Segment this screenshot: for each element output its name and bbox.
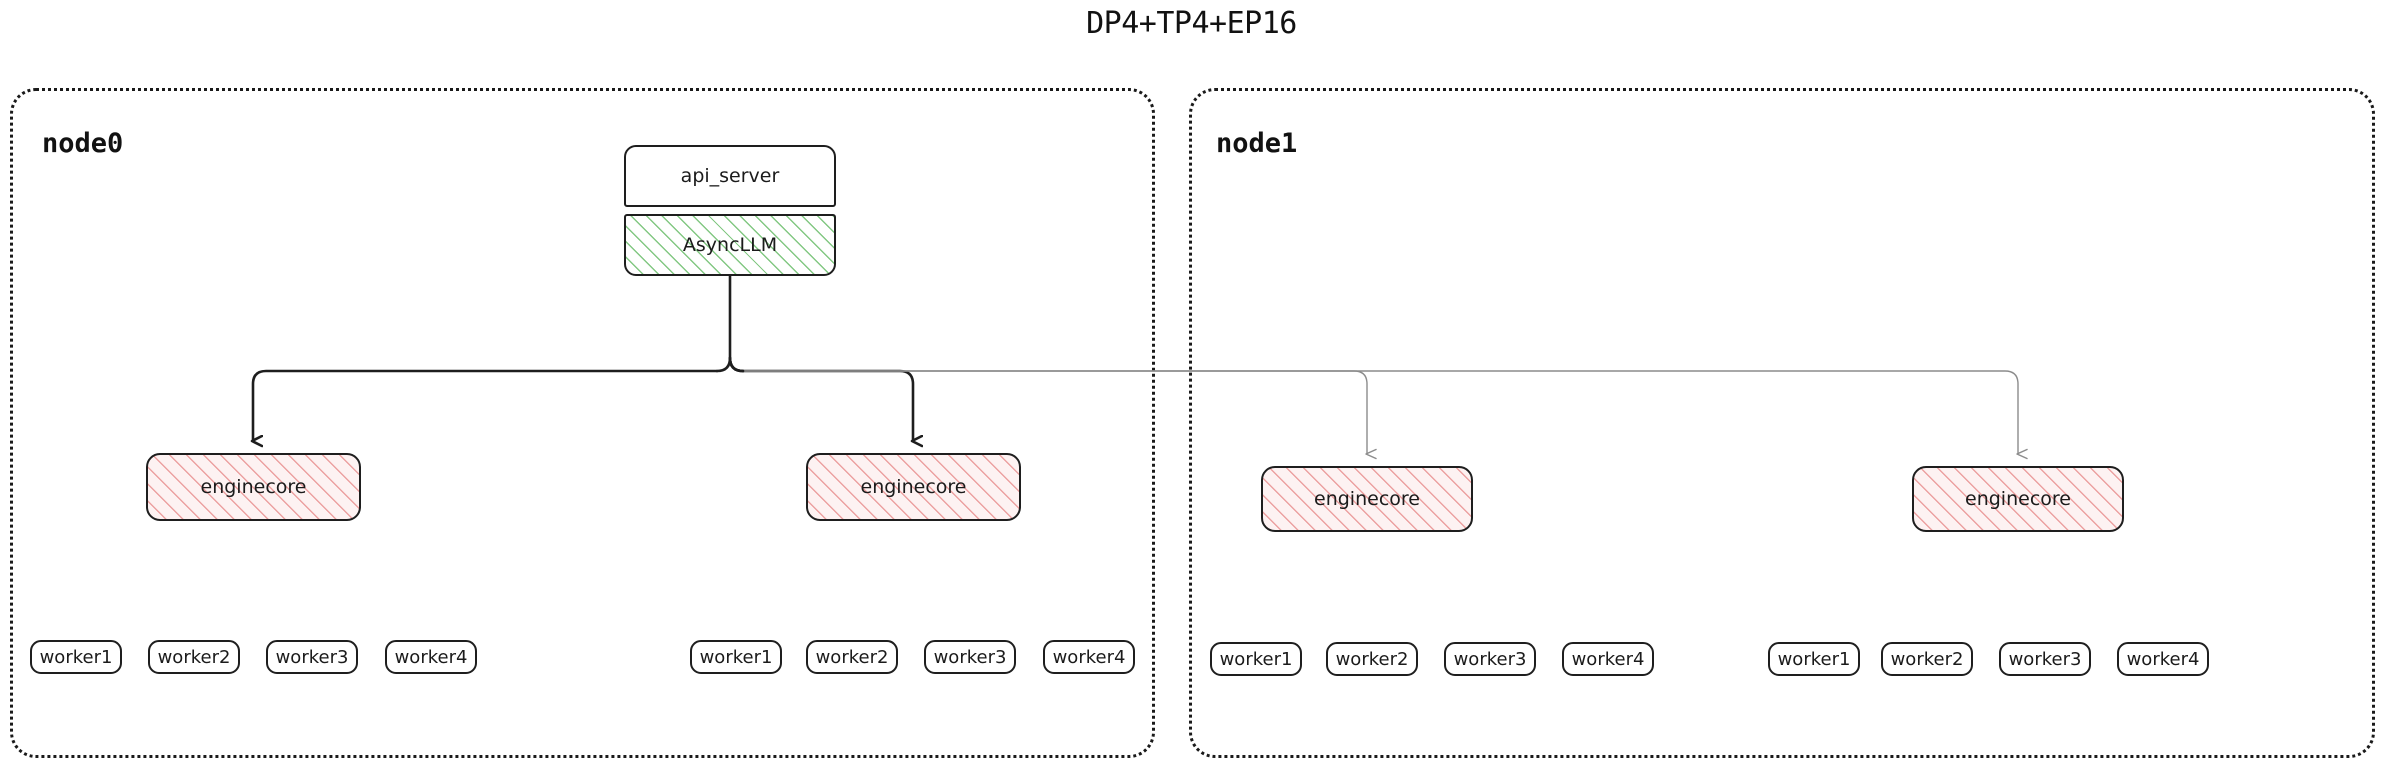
enginecore-label: enginecore — [1965, 488, 2071, 510]
enginecore-box[interactable]: enginecore — [1261, 466, 1473, 532]
worker-box[interactable]: worker4 — [385, 640, 477, 674]
worker-label: worker4 — [394, 646, 468, 668]
node-label-node1: node1 — [1216, 128, 1298, 159]
worker-label: worker4 — [2126, 648, 2200, 670]
worker-label: worker2 — [815, 646, 889, 668]
worker-box[interactable]: worker1 — [1768, 642, 1860, 676]
api-server-box[interactable]: api_server — [624, 145, 836, 207]
enginecore-box[interactable]: enginecore — [806, 453, 1021, 521]
page-title: DP4+TP4+EP16 — [1086, 6, 1297, 41]
worker-label: worker1 — [1219, 648, 1293, 670]
worker-label: worker4 — [1571, 648, 1645, 670]
enginecore-box[interactable]: enginecore — [146, 453, 361, 521]
worker-label: worker4 — [1052, 646, 1126, 668]
worker-label: worker3 — [933, 646, 1007, 668]
worker-box[interactable]: worker3 — [1444, 642, 1536, 676]
async-llm-label: AsyncLLM — [682, 234, 778, 256]
worker-box[interactable]: worker2 — [1881, 642, 1973, 676]
enginecore-label: enginecore — [200, 476, 307, 498]
worker-box[interactable]: worker3 — [266, 640, 358, 674]
worker-box[interactable]: worker4 — [1043, 640, 1135, 674]
worker-box[interactable]: worker4 — [1562, 642, 1654, 676]
worker-box[interactable]: worker2 — [148, 640, 240, 674]
async-llm-box[interactable]: AsyncLLM — [624, 214, 836, 276]
worker-box[interactable]: worker1 — [690, 640, 782, 674]
worker-box[interactable]: worker3 — [1999, 642, 2091, 676]
worker-label: worker3 — [1453, 648, 1527, 670]
worker-label: worker2 — [1890, 648, 1964, 670]
api-server-label: api_server — [680, 165, 780, 187]
worker-box[interactable]: worker2 — [806, 640, 898, 674]
worker-label: worker2 — [157, 646, 231, 668]
enginecore-label: enginecore — [1314, 488, 1420, 510]
worker-box[interactable]: worker1 — [30, 640, 122, 674]
worker-label: worker3 — [275, 646, 349, 668]
worker-label: worker1 — [39, 646, 113, 668]
enginecore-label: enginecore — [860, 476, 967, 498]
worker-label: worker2 — [1335, 648, 1409, 670]
worker-box[interactable]: worker4 — [2117, 642, 2209, 676]
worker-box[interactable]: worker3 — [924, 640, 1016, 674]
worker-box[interactable]: worker1 — [1210, 642, 1302, 676]
node-label-node0: node0 — [42, 128, 124, 159]
worker-label: worker1 — [699, 646, 773, 668]
worker-label: worker1 — [1777, 648, 1851, 670]
worker-label: worker3 — [2008, 648, 2082, 670]
worker-box[interactable]: worker2 — [1326, 642, 1418, 676]
enginecore-box[interactable]: enginecore — [1912, 466, 2124, 532]
